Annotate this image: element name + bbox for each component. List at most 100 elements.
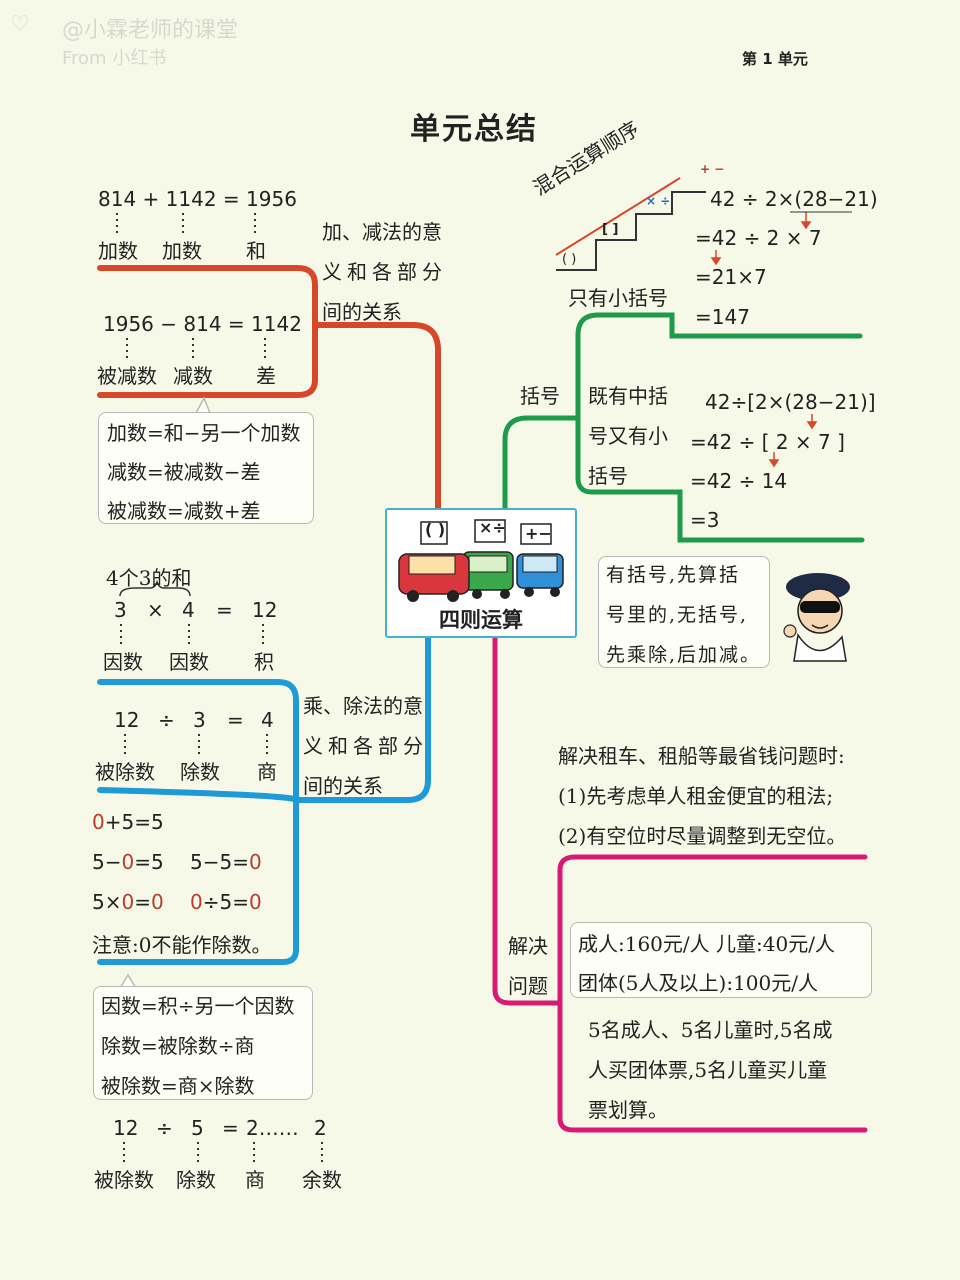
small-step-4: =147 bbox=[695, 305, 750, 329]
div-result: 4 bbox=[261, 708, 274, 732]
sub-term-3: 差 bbox=[256, 364, 276, 388]
center-sign-muldiv: ×÷ bbox=[479, 518, 506, 537]
div-a: 12 bbox=[114, 708, 140, 732]
both-label-2: 号又有小 bbox=[588, 424, 668, 448]
solve-intro-1: 解决租车、租船等最省钱问题时: bbox=[558, 744, 845, 768]
zero-rule-4: 5×0=0 bbox=[92, 890, 164, 914]
div-eq: = bbox=[227, 708, 244, 732]
brace bbox=[119, 579, 191, 597]
add-sub-formula-box bbox=[98, 412, 314, 524]
mul-term-2: 因数 bbox=[169, 650, 209, 674]
sub-equation: 1956 − 814 = 1142 bbox=[103, 312, 302, 336]
rem-op: ÷ bbox=[156, 1116, 173, 1140]
rem-a: 12 bbox=[113, 1116, 139, 1140]
stair-3: × ÷ bbox=[646, 194, 671, 208]
rem-term-4: 余数 bbox=[302, 1168, 342, 1192]
small-step-2: =42 ÷ 2 × 7 bbox=[695, 226, 822, 250]
center-sign-brackets: ( ) bbox=[425, 520, 446, 539]
both-step-4: =3 bbox=[690, 508, 720, 532]
add-formula-2: 减数=被减数−差 bbox=[107, 460, 261, 484]
mul-div-meaning-1: 乘、除法的意 bbox=[303, 694, 423, 718]
branch-solve bbox=[492, 631, 868, 1133]
small-step-3: =21×7 bbox=[695, 265, 767, 289]
mul-term-1: 因数 bbox=[103, 650, 143, 674]
rem-term-1: 被除数 bbox=[94, 1168, 154, 1192]
add-term-1: 加数 bbox=[98, 239, 138, 263]
small-only-label: 只有小括号 bbox=[568, 286, 668, 310]
mul-op: × bbox=[147, 598, 164, 622]
watermark-author: @小霖老师的课堂 bbox=[62, 18, 239, 43]
calc-arrows bbox=[710, 212, 818, 468]
mul-div-formula-box bbox=[93, 986, 313, 1100]
mul-formula-1: 因数=积÷另一个因数 bbox=[101, 994, 295, 1018]
solve-label-2: 问题 bbox=[508, 974, 548, 998]
answer-line-2: 人买团体票,5名儿童买儿童 bbox=[588, 1058, 828, 1082]
answer-line-1: 5名成人、5名儿童时,5名成 bbox=[588, 1018, 833, 1042]
mul-div-meaning-3: 间的关系 bbox=[303, 774, 383, 798]
center-node: ( ) ×÷ +− 四则运算 bbox=[385, 508, 577, 638]
add-sub-meaning-3: 间的关系 bbox=[322, 300, 402, 324]
stairs-icon bbox=[556, 191, 706, 271]
mul-formula-3: 被除数=商×除数 bbox=[101, 1074, 255, 1098]
brackets-label: 括号 bbox=[520, 384, 560, 408]
mul-a: 3 bbox=[114, 598, 127, 622]
zero-rule-1: 0+5=5 bbox=[92, 810, 164, 834]
police-cartoon-icon bbox=[783, 573, 850, 662]
stair-4: + − bbox=[700, 162, 725, 176]
sub-term-1: 被减数 bbox=[97, 364, 157, 388]
unit-label: 第 1 单元 bbox=[742, 50, 808, 68]
div-b: 3 bbox=[193, 708, 206, 732]
solve-intro-3: (2)有空位时尽量调整到无空位。 bbox=[558, 824, 847, 848]
add-sub-meaning-2: 义和各部分 bbox=[322, 260, 447, 284]
mul-term-3: 积 bbox=[254, 650, 274, 674]
rem-quotient: 2…… bbox=[246, 1116, 299, 1140]
div-term-1: 被除数 bbox=[95, 760, 155, 784]
add-term-2: 加数 bbox=[162, 239, 202, 263]
both-step-3: =42 ÷ 14 bbox=[690, 469, 788, 493]
price-line-1: 成人:160元/人 儿童:40元/人 bbox=[578, 932, 835, 956]
solve-label-1: 解决 bbox=[508, 934, 548, 958]
branch-brackets bbox=[502, 312, 865, 543]
zero-rule-3: 5−5=0 bbox=[190, 850, 262, 874]
branch-mul-div bbox=[97, 631, 431, 965]
mul-b: 4 bbox=[182, 598, 195, 622]
sum-label: 4个3的和 bbox=[106, 566, 192, 590]
small-step-1: 42 ÷ 2×(28−21) bbox=[710, 187, 878, 211]
tip-line-2: 号里的,无括号, bbox=[606, 604, 749, 626]
dotted-connectors bbox=[116, 213, 323, 1164]
div-term-2: 除数 bbox=[180, 760, 220, 784]
watermark-source: From 小红书 bbox=[62, 48, 167, 69]
add-formula-1: 加数=和−另一个加数 bbox=[107, 421, 301, 445]
div-op: ÷ bbox=[158, 708, 175, 732]
page-title: 单元总结 bbox=[410, 112, 538, 147]
price-line-2: 团体(5人及以上):100元/人 bbox=[578, 971, 818, 995]
rem-eq: = bbox=[222, 1116, 239, 1140]
zero-rule-2: 5−0=5 bbox=[92, 850, 164, 874]
both-label-1: 既有中括 bbox=[588, 384, 668, 408]
add-equation: 814 + 1142 = 1956 bbox=[98, 187, 297, 211]
price-box bbox=[570, 922, 872, 998]
add-term-sum: 和 bbox=[246, 239, 266, 263]
stair-2: [ ] bbox=[602, 222, 619, 237]
add-sub-meaning-1: 加、减法的意 bbox=[322, 220, 442, 244]
rem-b: 5 bbox=[191, 1116, 204, 1140]
center-label: 四则运算 bbox=[439, 608, 523, 632]
mul-formula-2: 除数=被除数÷商 bbox=[101, 1034, 255, 1058]
mul-div-meaning-2: 义和各部分 bbox=[303, 734, 428, 758]
tip-line-3: 先乘除,后加减。 bbox=[606, 644, 762, 666]
both-step-1: 42÷[2×(28−21)] bbox=[705, 390, 876, 414]
center-sign-addsub: +− bbox=[525, 524, 552, 543]
tip-line-1: 有括号,先算括 bbox=[606, 564, 741, 586]
zero-note: 注意:0不能作除数。 bbox=[92, 933, 272, 957]
zero-rule-5: 0÷5=0 bbox=[190, 890, 262, 914]
add-formula-3: 被减数=减数+差 bbox=[107, 499, 261, 523]
watermark-heart-icon: ♡ bbox=[10, 12, 30, 37]
solve-intro-2: (1)先考虑单人租金便宜的租法; bbox=[558, 784, 834, 808]
sub-term-2: 减数 bbox=[173, 364, 213, 388]
both-step-2: =42 ÷ [ 2 × 7 ] bbox=[690, 430, 845, 454]
mul-result: 12 bbox=[252, 598, 278, 622]
tip-bubble bbox=[598, 556, 770, 668]
both-label-3: 括号 bbox=[588, 464, 628, 488]
cars-icon bbox=[398, 519, 564, 602]
